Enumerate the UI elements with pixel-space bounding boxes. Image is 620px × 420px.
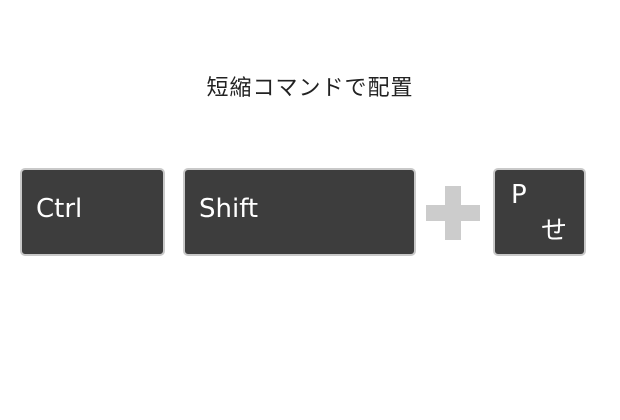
plus-icon — [426, 186, 480, 240]
shift-key-label: Shift — [199, 194, 259, 224]
page-title: 短縮コマンドで配置 — [206, 76, 414, 101]
plus-vertical-bar — [445, 186, 461, 240]
p-key-label: P — [511, 180, 527, 210]
shift-key: Shift — [183, 168, 416, 256]
ctrl-key: Ctrl — [20, 168, 165, 256]
p-key-kana-label: せ — [541, 216, 568, 246]
ctrl-key-label: Ctrl — [36, 194, 83, 224]
p-key: P せ — [493, 168, 586, 256]
